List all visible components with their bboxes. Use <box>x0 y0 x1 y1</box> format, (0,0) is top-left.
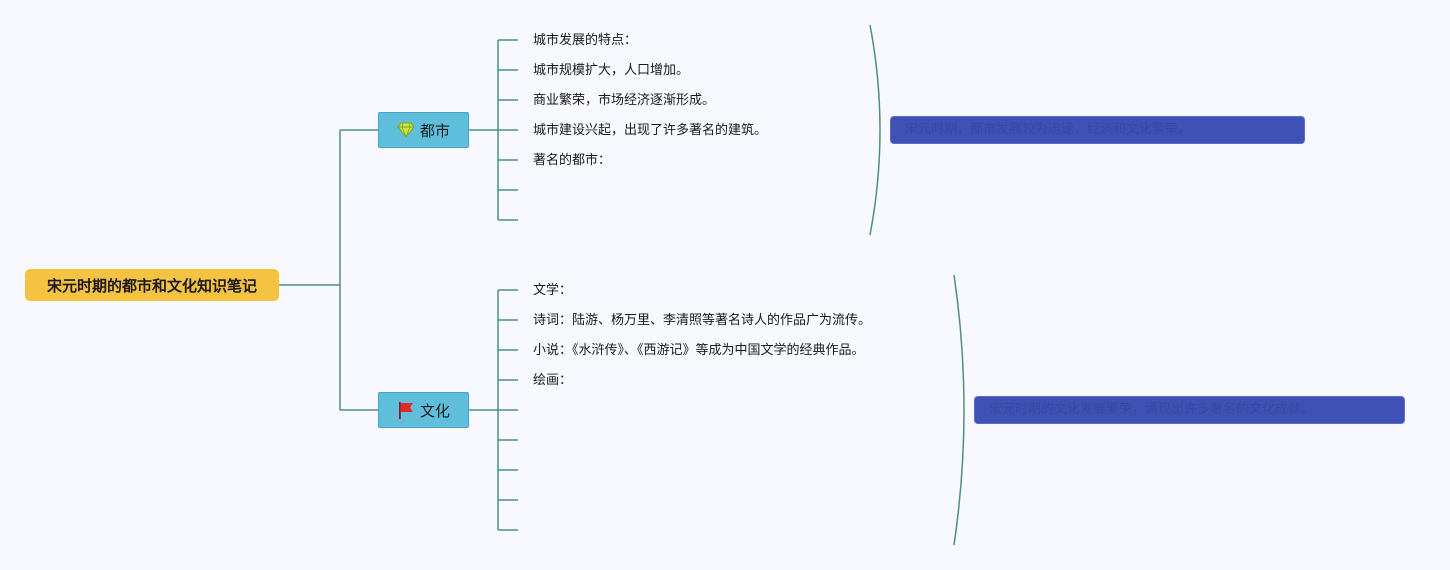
leaf-topic[interactable]: 城市建设兴起，出现了许多著名的建筑。 <box>533 123 768 138</box>
diamond-icon <box>397 121 415 139</box>
summary-topic-dushi[interactable]: 宋元时期，都市发展较为迅速，经济和文化繁荣。 <box>890 116 1305 144</box>
branch-topic-dushi-label: 都市 <box>419 121 450 140</box>
leaf-topic[interactable]: 小说：《水浒传》、《西游记》等成为中国文学的经典作品。 <box>533 343 865 358</box>
leaf-topic[interactable]: 城市规模扩大，人口增加。 <box>533 63 690 78</box>
branch-topic-wenhua-label: 文化 <box>419 401 450 420</box>
leaf-topic[interactable]: 著名的都市： <box>533 153 612 168</box>
root-connector <box>279 129 378 411</box>
root-topic[interactable]: 宋元时期的都市和文化知识笔记 <box>25 269 279 301</box>
leaf-topic[interactable]: 城市发展的特点： <box>533 33 638 48</box>
summary-topic-wenhua[interactable]: 宋元时期的文化发展繁荣，涌现出许多著名的文化成就。 <box>974 396 1405 424</box>
summary-brace-wenhua <box>953 274 965 546</box>
summary-brace-dushi <box>869 24 881 236</box>
leaf-topic[interactable]: 文学： <box>533 283 573 298</box>
branch-wenhua-connector <box>469 290 499 530</box>
branch-wenhua-ticks <box>498 289 518 531</box>
root-topic-label: 宋元时期的都市和文化知识笔记 <box>46 276 257 295</box>
leaf-topic[interactable]: 绘画： <box>533 373 573 388</box>
branch-topic-dushi[interactable]: 都市 <box>378 112 469 148</box>
branch-topic-wenhua[interactable]: 文化 <box>378 392 469 428</box>
leaf-topic[interactable]: 商业繁荣，市场经济逐渐形成。 <box>533 93 716 108</box>
flag-icon <box>397 401 415 419</box>
leaf-topic[interactable]: 诗词：陆游、杨万里、李清照等著名诗人的作品广为流传。 <box>533 313 872 328</box>
branch-dushi-connector <box>469 40 499 220</box>
branch-dushi-ticks <box>498 39 518 221</box>
